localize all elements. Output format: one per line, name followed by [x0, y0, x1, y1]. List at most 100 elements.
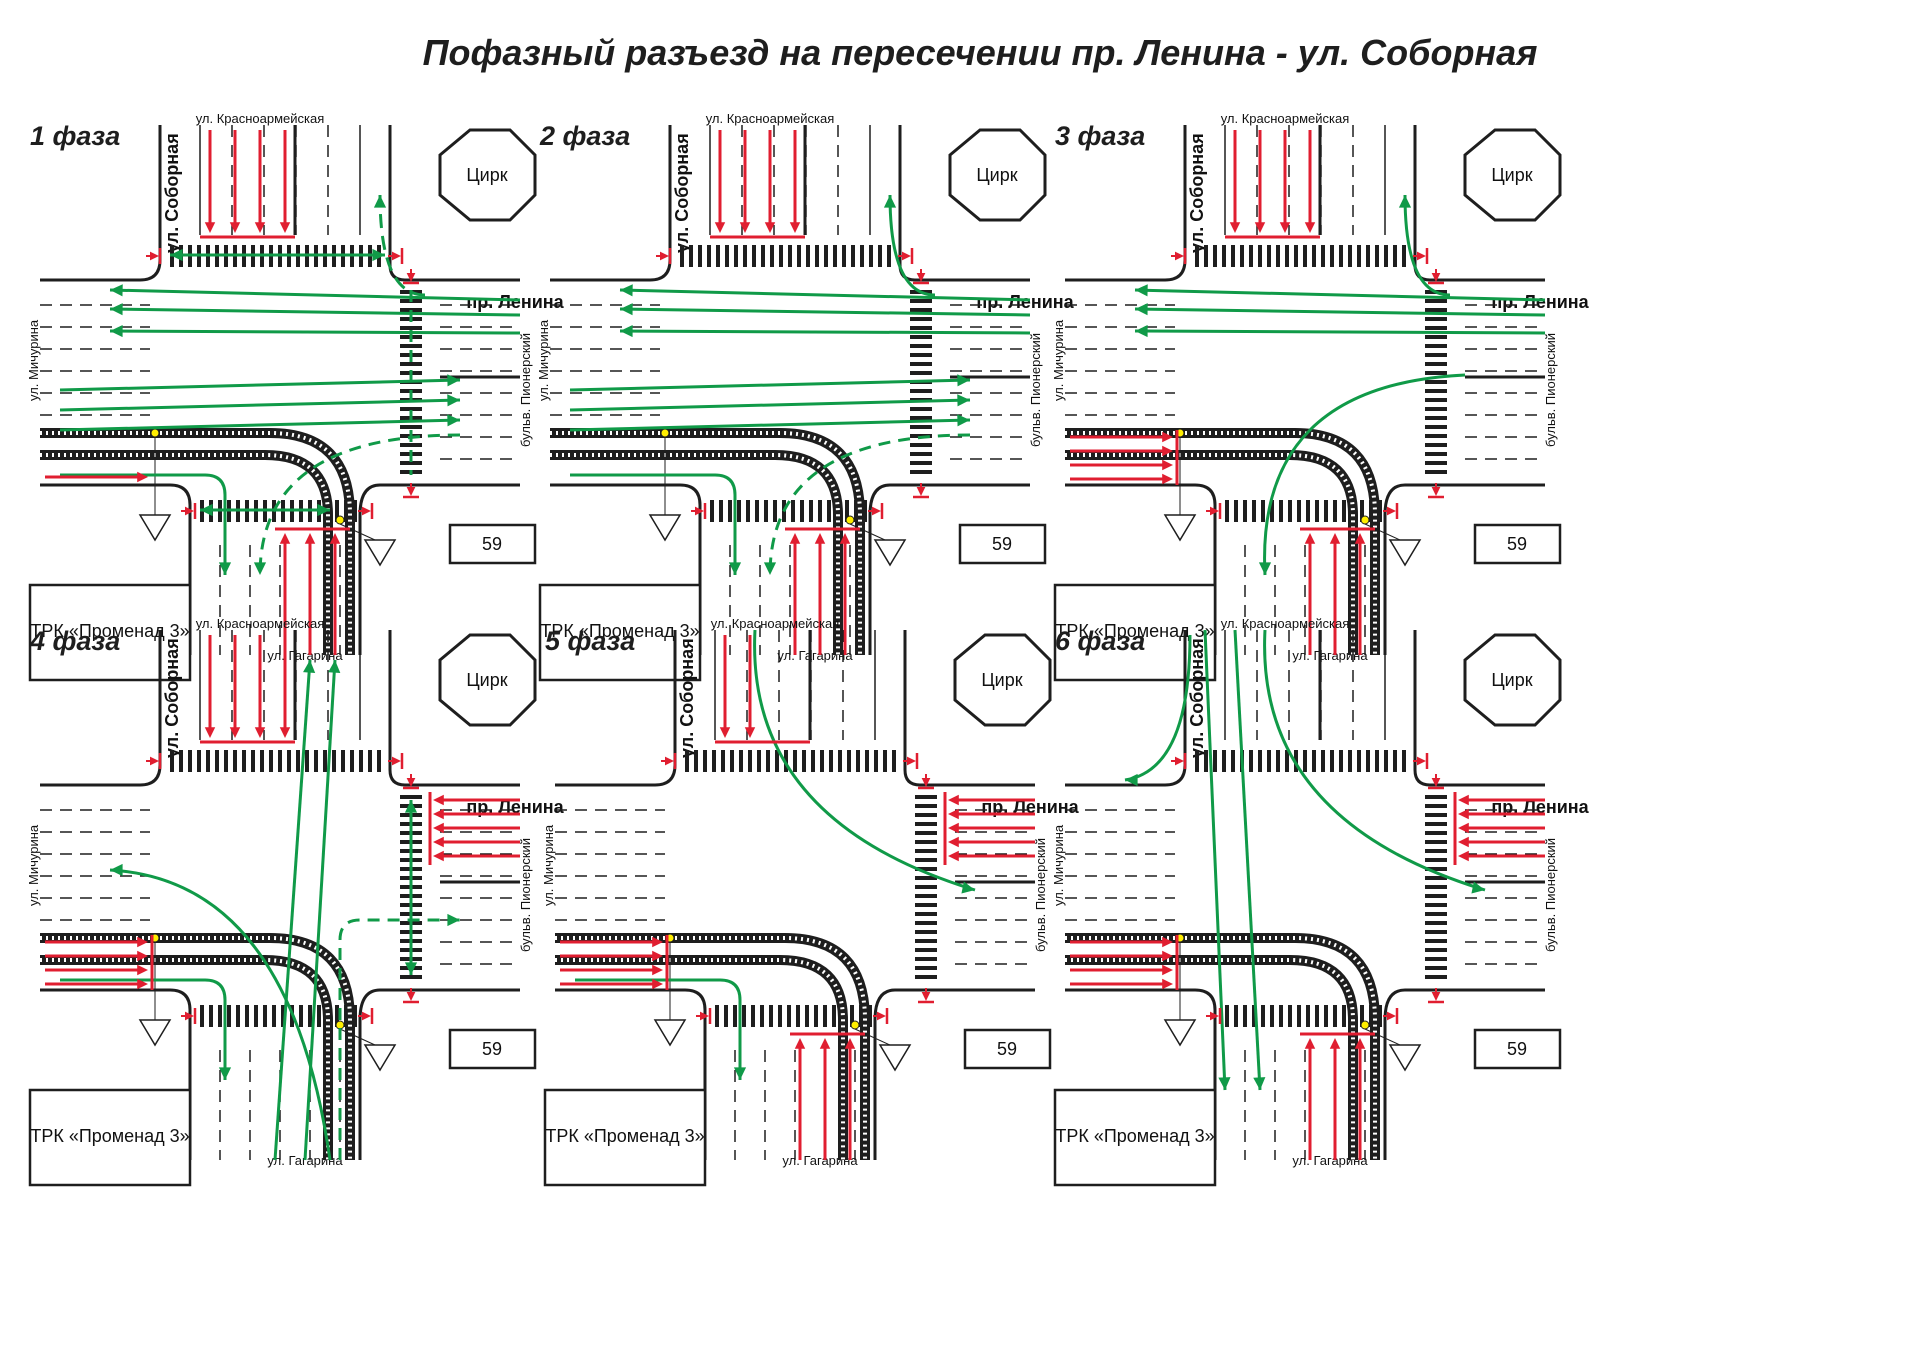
- zebra-south: [1378, 1005, 1382, 1027]
- movement-east-right: [378, 194, 426, 297]
- zebra-south: [742, 1005, 746, 1027]
- yield-sign-icon: [648, 514, 682, 542]
- street-label-krasnoarmeyskaya: ул. Красноармейская: [196, 111, 325, 126]
- zebra-north: [685, 750, 689, 772]
- zebra-south: [1252, 500, 1256, 522]
- zebra-south: [281, 1005, 285, 1027]
- zebra-east: [915, 867, 937, 871]
- zebra-north: [1348, 245, 1352, 267]
- movement-north-down: [1233, 629, 1262, 1091]
- stop-arrow-north-head: [279, 222, 291, 233]
- zebra-north: [1222, 245, 1226, 267]
- zebra-south: [299, 1005, 303, 1027]
- zebra-north: [1357, 245, 1361, 267]
- zebra-north: [761, 245, 765, 267]
- zebra-north: [1204, 245, 1208, 267]
- stop-arrow-south-head: [839, 533, 851, 544]
- zebra-south: [710, 500, 714, 522]
- zebra-east: [1425, 380, 1447, 384]
- mall-building: [1053, 1088, 1217, 1187]
- street-label-lenina: пр. Ленина: [1491, 797, 1589, 817]
- zebra-north: [1303, 750, 1307, 772]
- zebra-south: [845, 500, 849, 522]
- movement-west-left: [60, 473, 227, 575]
- signal-pole: [339, 523, 376, 541]
- zebra-south: [1324, 500, 1328, 522]
- zebra-east: [400, 975, 422, 979]
- zebra-north: [725, 245, 729, 267]
- curb-se: [868, 483, 935, 655]
- zebra-north: [730, 750, 734, 772]
- zebra-north: [856, 750, 860, 772]
- building-number: 59: [997, 1039, 1017, 1059]
- zebra-north: [1384, 245, 1388, 267]
- zebra-east: [910, 362, 932, 366]
- stop-arrow-south-head: [1304, 1038, 1316, 1049]
- circus-building-icon: [438, 633, 537, 727]
- zebra-east: [915, 939, 937, 943]
- yield-sign-icon: [878, 1044, 912, 1072]
- yield-sign-icon: [1388, 1044, 1422, 1072]
- curb-ne: [903, 630, 940, 787]
- zebra-east: [915, 948, 937, 952]
- circus-building-icon: [953, 633, 1052, 727]
- circus-label: Цирк: [1491, 165, 1532, 185]
- mall-label: ТРК «Променад 3»: [1055, 621, 1214, 641]
- stop-arrow-east-head: [948, 794, 959, 806]
- zebra-south: [863, 500, 867, 522]
- zebra-south: [827, 500, 831, 522]
- zebra-east: [910, 344, 932, 348]
- zebra-north: [278, 750, 282, 772]
- zebra-north: [716, 245, 720, 267]
- street-label-pionersky: бульв. Пионерский: [518, 333, 533, 447]
- zebra-north: [833, 245, 837, 267]
- movement-north-down-head: [1218, 1077, 1231, 1090]
- zebra-north: [1303, 245, 1307, 267]
- zebra-north: [734, 245, 738, 267]
- zebra-east: [1425, 371, 1447, 375]
- zebra-east: [910, 416, 932, 420]
- zebra-east: [910, 389, 932, 393]
- circus-building-icon: [1463, 633, 1562, 727]
- movement-north-down: [1203, 629, 1227, 1091]
- zebra-north: [743, 245, 747, 267]
- zebra-east: [1425, 344, 1447, 348]
- zebra-south: [818, 500, 822, 522]
- movement-east-left-down-head: [1258, 562, 1272, 575]
- stop-arrow-north-head: [719, 727, 731, 738]
- movement-north-left: [1263, 629, 1486, 892]
- zebra-east: [1425, 948, 1447, 952]
- stop-arrow-south-head: [844, 1038, 856, 1049]
- street-label-pionersky: бульв. Пионерский: [518, 838, 533, 952]
- curb-se: [1383, 988, 1450, 1160]
- zebra-north: [377, 750, 381, 772]
- stop-arrow-west-head: [1162, 473, 1173, 485]
- stop-arrow-east-head: [948, 822, 959, 834]
- zebra-north: [1240, 245, 1244, 267]
- stop-arrow-east-head: [433, 808, 444, 820]
- zebra-north: [1375, 750, 1379, 772]
- zebra-east: [1425, 831, 1447, 835]
- zebra-north: [1375, 245, 1379, 267]
- zebra-south: [715, 1005, 719, 1027]
- zebra-north: [793, 750, 797, 772]
- street-label-michurina: ул. Мичурина: [1051, 824, 1066, 906]
- zebra-north: [883, 750, 887, 772]
- building-59: [963, 1028, 1052, 1070]
- zebra-north: [752, 245, 756, 267]
- zebra-south: [1243, 500, 1247, 522]
- zebra-east: [910, 299, 932, 303]
- mall-label: ТРК «Променад 3»: [30, 1126, 189, 1146]
- movement-west-to-east-head: [447, 374, 460, 387]
- zebra-north: [698, 245, 702, 267]
- zebra-north: [707, 245, 711, 267]
- zebra-east: [915, 876, 937, 880]
- zebra-north: [1402, 245, 1406, 267]
- zebra-east: [400, 443, 422, 447]
- stop-arrow-south-head: [794, 1038, 806, 1049]
- zebra-north: [766, 750, 770, 772]
- movement-west-to-east-head: [957, 374, 970, 387]
- stop-arrow-north-head: [229, 727, 241, 738]
- movement-west-to-east: [569, 418, 971, 432]
